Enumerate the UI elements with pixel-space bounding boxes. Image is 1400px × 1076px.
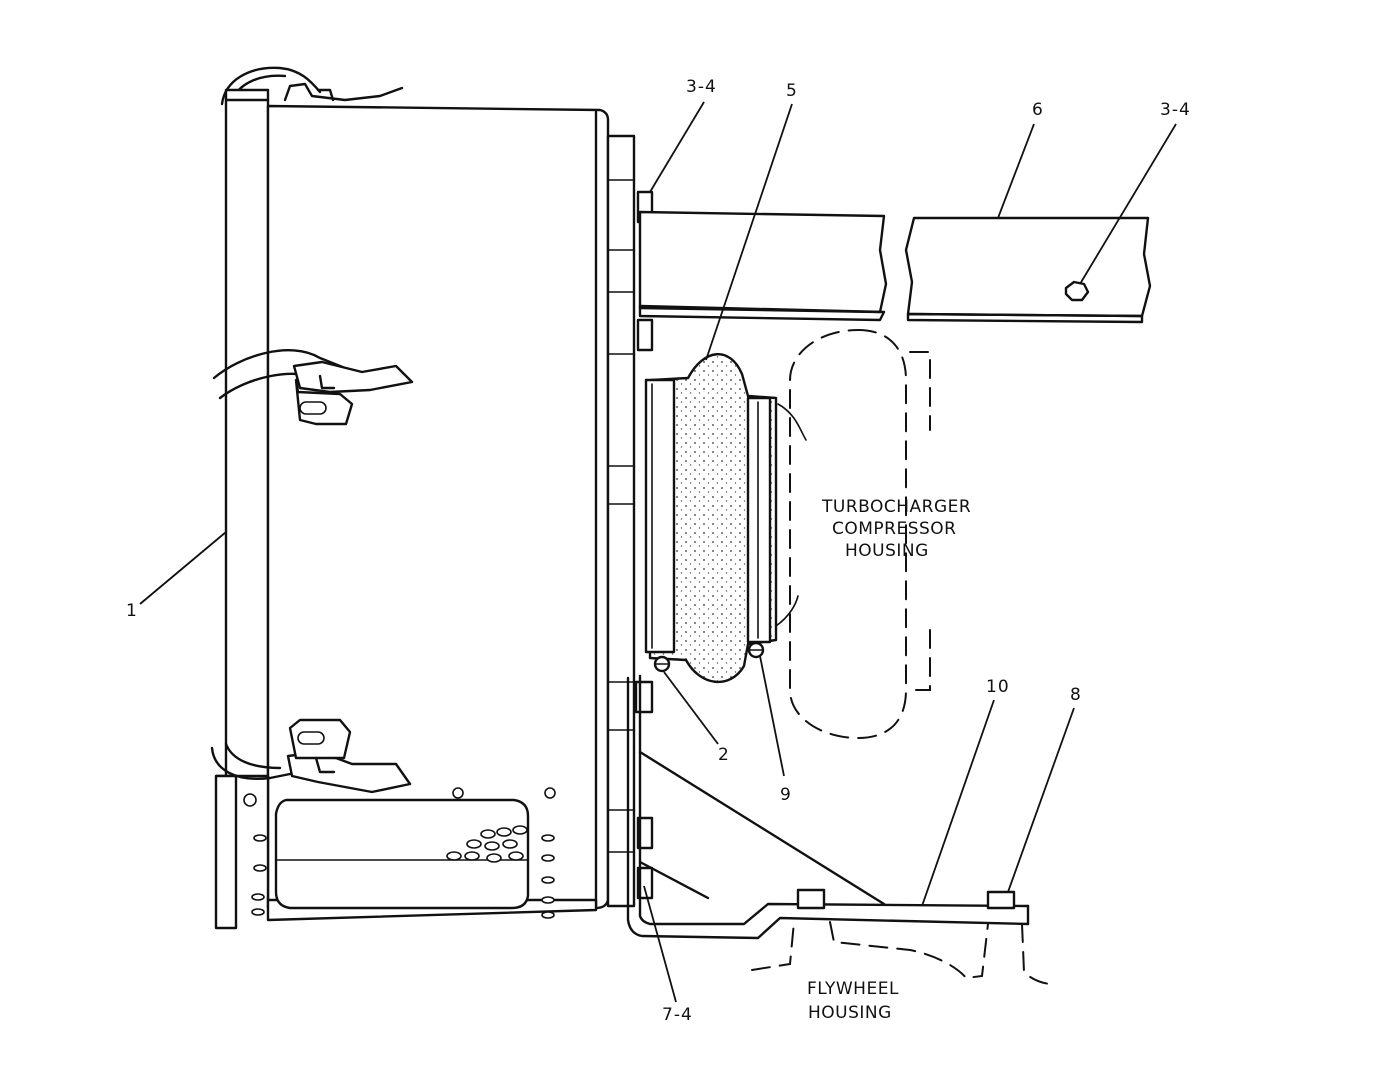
callout-3-4-top-right: 3-4: [1160, 100, 1191, 120]
callout-7-4: 7-4: [662, 1005, 693, 1025]
callout-9: 9: [780, 785, 792, 805]
turbocharger-label-line2: COMPRESSOR: [832, 519, 957, 539]
callout-6: 6: [1032, 100, 1044, 120]
support-bar: [638, 210, 1152, 324]
turbocharger-label-line3: HOUSING: [845, 541, 929, 561]
callout-8: 8: [1070, 685, 1082, 705]
callout-2: 2: [718, 745, 730, 765]
hose: [644, 353, 778, 683]
flywheel-label-line1: FLYWHEEL: [807, 979, 899, 999]
leader-lines: [139, 101, 1177, 1003]
flywheel-label-line2: HOUSING: [808, 1003, 892, 1023]
flywheel-housing-outline: [751, 921, 1053, 985]
turbocharger-housing-outline: [775, 328, 931, 740]
callout-3-4-top-left: 3-4: [686, 77, 717, 97]
callout-1: 1: [126, 601, 138, 621]
callout-10: 10: [986, 677, 1010, 697]
captions: TURBOCHARGER COMPRESSOR HOUSING FLYWHEEL…: [807, 497, 971, 1023]
mounting-bracket: [626, 674, 1030, 940]
callout-5: 5: [786, 81, 798, 101]
turbocharger-label-line1: TURBOCHARGER: [821, 497, 971, 517]
callouts: 1 3-4 5 6 3-4 2 9 10 8 7-4: [126, 77, 1191, 1025]
air-cleaner-assembly: [210, 66, 610, 930]
